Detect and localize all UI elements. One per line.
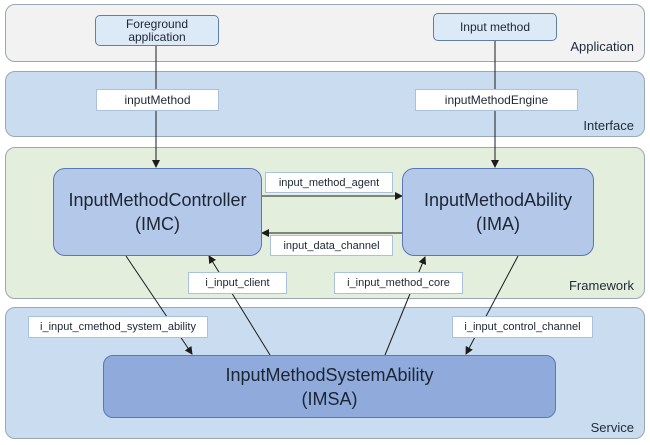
imsa-name: InputMethodSystemAbility — [225, 364, 434, 385]
input-data-channel-tag: input_data_channel — [270, 235, 393, 256]
i-input-cmethod-system-ability-tag: i_input_cmethod_system_ability — [28, 316, 208, 338]
input-data-channel-label: input_data_channel — [283, 239, 380, 252]
input-method-controller-node: InputMethodController (IMC) — [53, 168, 262, 256]
i-input-client-tag: i_input_client — [188, 272, 287, 294]
i-input-cmethod-system-ability-label: i_input_cmethod_system_ability — [40, 321, 196, 333]
foreground-application-node: Foreground application — [95, 15, 219, 46]
i-input-client-label: i_input_client — [205, 277, 270, 289]
foreground-application-label: Foreground application — [125, 16, 189, 44]
input-method-label: Input method — [459, 19, 531, 34]
ima-abbreviation: (IMA) — [476, 214, 520, 234]
i-input-method-core-tag: i_input_method_core — [334, 272, 463, 294]
framework-layer-label: Framework — [568, 278, 634, 293]
i-input-method-core-label: i_input_method_core — [347, 277, 450, 289]
i-input-control-channel-tag: i_input_control_channel — [452, 316, 593, 338]
input-method-engine-interface-label: inputMethodEngine — [444, 93, 549, 107]
input-method-system-ability-node: InputMethodSystemAbility (IMSA) — [103, 355, 556, 418]
input-method-agent-tag: input_method_agent — [265, 172, 393, 193]
input-method-interface-label: inputMethod — [124, 93, 191, 107]
input-method-node: Input method — [433, 13, 557, 41]
input-method-engine-interface: inputMethodEngine — [415, 89, 578, 111]
application-layer-label: Application — [570, 39, 634, 54]
input-method-interface: inputMethod — [96, 89, 219, 111]
i-input-control-channel-label: i_input_control_channel — [464, 321, 581, 333]
ima-name: InputMethodAbility — [423, 190, 573, 210]
imc-abbreviation: (IMC) — [135, 214, 180, 234]
input-method-agent-label: input_method_agent — [278, 176, 380, 189]
interface-layer-label: Interface — [583, 118, 634, 133]
imc-name: InputMethodController — [68, 190, 247, 210]
input-method-ability-node: InputMethodAbility (IMA) — [402, 168, 594, 256]
imsa-abbreviation: (IMSA) — [301, 388, 358, 409]
service-layer-label: Service — [590, 420, 634, 435]
